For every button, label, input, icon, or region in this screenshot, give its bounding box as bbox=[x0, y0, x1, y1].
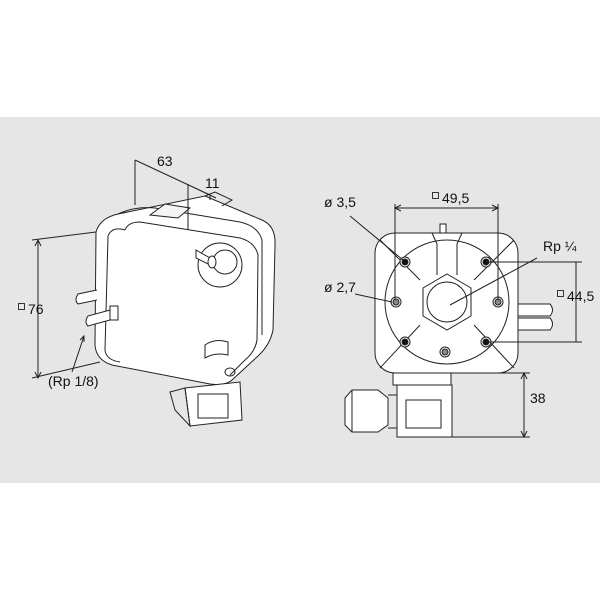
dim-width-value: 49,5 bbox=[442, 190, 470, 206]
dim-nozzle-label: 11 bbox=[205, 175, 220, 191]
port-thread-label: (Rp 1/8) bbox=[48, 373, 99, 389]
dim-hole-spacing-label: 44,5 bbox=[557, 288, 594, 304]
mounting-holes bbox=[390, 256, 504, 358]
dim-depth-label: 63 bbox=[157, 153, 173, 169]
dim-height-label: 76 bbox=[18, 301, 44, 317]
dim-height-value: 76 bbox=[28, 301, 44, 317]
dim-connector-label: 38 bbox=[530, 390, 546, 406]
dim-hole-spacing-value: 44,5 bbox=[567, 288, 595, 304]
center-thread-label: Rp ¼ bbox=[543, 238, 577, 254]
side-view-device bbox=[31, 159, 276, 428]
square-symbol-icon bbox=[432, 192, 439, 199]
dim-width-label: 49,5 bbox=[432, 190, 469, 206]
front-view-device bbox=[344, 204, 582, 439]
hole-large-label: ø 3,5 bbox=[324, 194, 356, 210]
square-symbol-icon bbox=[557, 290, 564, 297]
square-symbol-icon bbox=[18, 303, 25, 310]
hole-small-label: ø 2,7 bbox=[324, 279, 356, 295]
